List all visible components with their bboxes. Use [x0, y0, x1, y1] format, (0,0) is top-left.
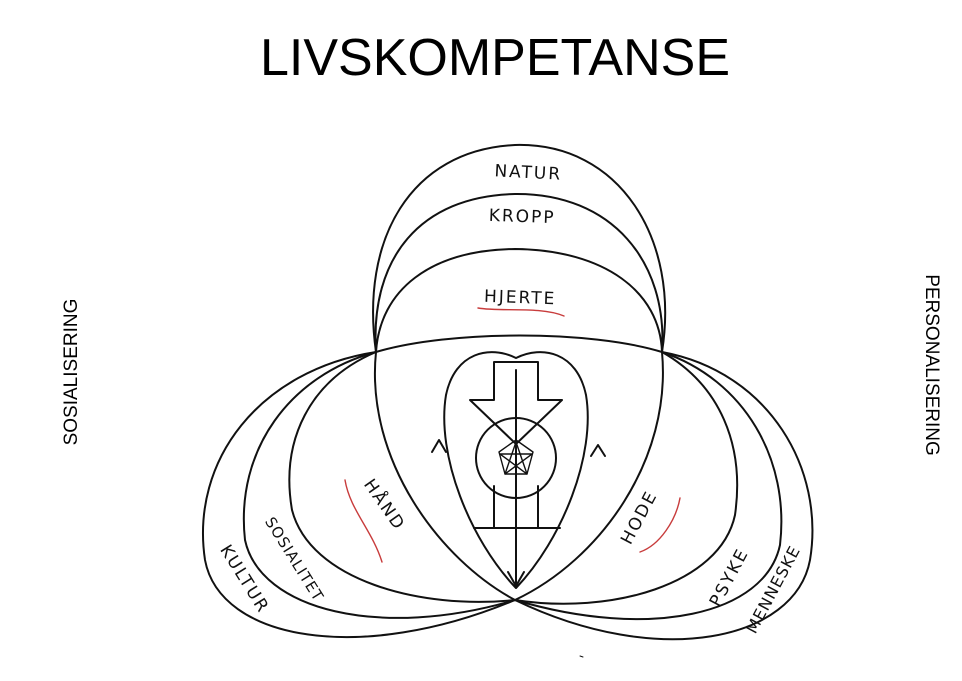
left-lobe-inner — [288, 351, 516, 603]
heart-outline — [443, 351, 589, 589]
label-kultur: KULTUR — [215, 541, 273, 617]
heart-arrow-right — [590, 444, 606, 457]
left-lobe — [202, 351, 516, 639]
hand-underline — [344, 479, 383, 563]
center-triangle — [373, 334, 664, 601]
center-triangle-top-edge — [375, 334, 663, 353]
right-lobe-inner — [514, 351, 739, 605]
left-lobe-middle — [242, 351, 516, 619]
top-lobe-middle — [374, 192, 664, 353]
hjerte-underline — [477, 307, 565, 317]
center-triangle-left-edge — [373, 351, 516, 601]
right-lobe-middle — [514, 351, 783, 621]
top-lobe — [372, 143, 667, 353]
down-arrow — [469, 361, 563, 445]
top-lobe-inner — [375, 248, 663, 353]
label-hjerte: HJERTE — [484, 287, 557, 310]
page-title: LIVSKOMPETANSE — [259, 29, 731, 87]
label-hode: HODE — [617, 487, 662, 548]
label-sosialitet: SOSIALITET — [261, 514, 327, 605]
label-natur: NATUR — [494, 161, 563, 185]
heart-arrow-left — [431, 439, 447, 453]
center-triangle-right-edge — [514, 351, 664, 601]
right-lobe-outer — [514, 351, 814, 641]
center-down-arrowhead — [507, 571, 525, 587]
top-lobe-outer — [372, 143, 667, 353]
left-lobe-outer — [202, 351, 516, 639]
right-lobe — [514, 351, 814, 641]
label-kropp: KROPP — [488, 206, 556, 228]
stray-mark — [579, 655, 584, 658]
hode-underline — [639, 497, 681, 553]
